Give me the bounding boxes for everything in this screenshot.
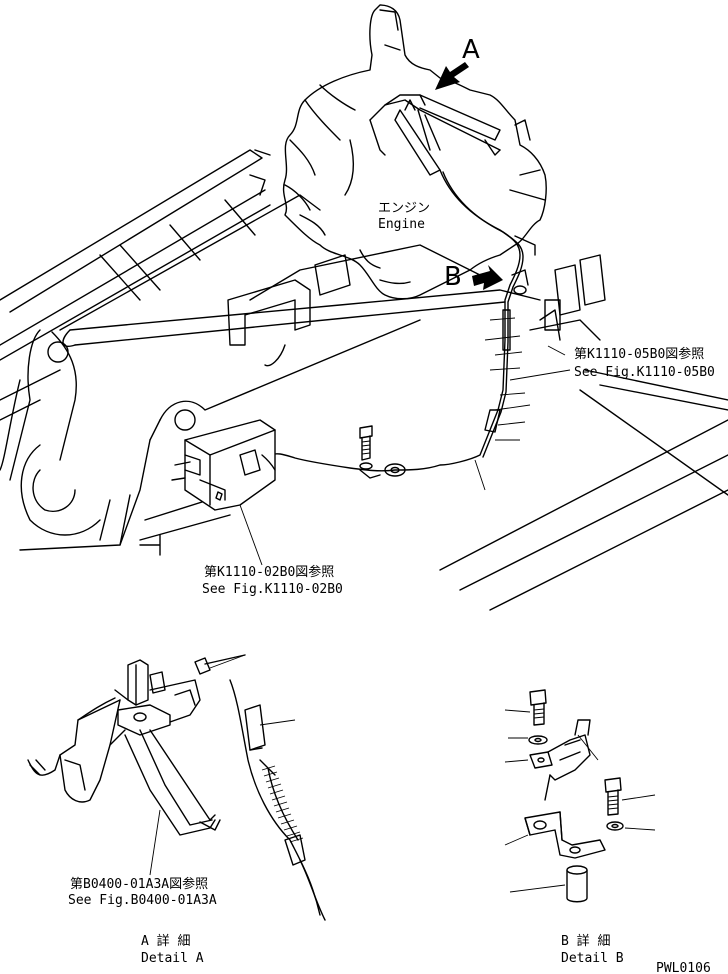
washer-icon (606, 821, 624, 831)
clamp-icon (529, 719, 591, 801)
view-arrow-icon (435, 62, 469, 90)
engine-label-jp: エンジン (378, 201, 430, 216)
ref-k1110-05b0-jp: 第K1110-05B0図参照 (574, 346, 704, 362)
detail-a-title-jp: A 詳 細 (141, 933, 190, 949)
bolt-icon (359, 425, 373, 470)
main-frame (0, 149, 728, 611)
washer-icon (528, 735, 548, 745)
ref-b0400-en: See Fig.B0400-01A3A (68, 893, 217, 908)
throttle-cable (269, 169, 536, 479)
detail-a (27, 654, 326, 921)
ref-k1110-02b0-jp: 第K1110-02B0図参照 (204, 564, 334, 580)
ref-k1110-05b0-en: See Fig.K1110-05B0 (574, 365, 715, 380)
view-b-label: B (444, 262, 462, 292)
view-arrow-icon (472, 265, 503, 290)
engine-block (249, 4, 547, 300)
leader-lines-main (239, 317, 571, 566)
detail-b (504, 689, 656, 903)
drawing-code: PWL0106 (656, 961, 711, 974)
spacer-icon (566, 865, 588, 903)
bracket-icon (524, 811, 606, 859)
ref-b0400-jp: 第B0400-01A3A図参照 (70, 876, 208, 892)
bolt-icon (604, 777, 622, 816)
view-a-label: A (462, 35, 480, 65)
engine-label-en: Engine (378, 217, 425, 232)
detail-b-title-en: Detail B (561, 951, 624, 966)
control-box (171, 419, 276, 511)
detail-a-title-en: Detail A (141, 951, 204, 966)
detail-b-title-jp: B 詳 細 (561, 933, 610, 949)
ref-k1110-02b0-en: See Fig.K1110-02B0 (202, 582, 343, 597)
bolt-icon (529, 689, 547, 726)
throttle-lever-assembly (369, 94, 501, 176)
